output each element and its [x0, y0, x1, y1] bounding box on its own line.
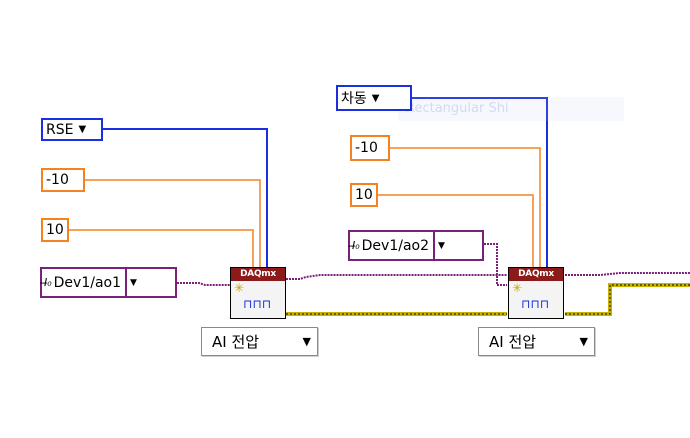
dropdown-arrow-icon[interactable]: ▼ — [302, 335, 311, 348]
io-name-icon: I̶₀ — [44, 276, 52, 289]
polymorphic-selector-value: AI 전압 — [489, 333, 537, 351]
daqmx-create-channel-vi-right[interactable]: DAQmx ✳ ⊓⊓⊓ — [508, 267, 564, 319]
wire-channel-right[interactable] — [484, 243, 507, 286]
polymorphic-selector-left[interactable]: AI 전압 ▼ — [201, 327, 318, 356]
min-value: -10 — [46, 172, 69, 188]
wire-task-out[interactable] — [286, 274, 507, 280]
physical-channel-constant-right[interactable]: I̶₀ Dev1/ao2 ▼ — [348, 230, 484, 261]
wire-max-left[interactable] — [69, 229, 254, 267]
wire-terminal-config-left[interactable] — [103, 128, 268, 267]
dropdown-arrow-icon[interactable]: ▼ — [125, 269, 140, 296]
max-value: 10 — [355, 187, 373, 203]
wire-min-right[interactable] — [390, 147, 541, 267]
max-value-constant-left[interactable]: 10 — [41, 218, 69, 242]
dropdown-arrow-icon[interactable]: ▼ — [78, 124, 87, 135]
wire-task-out-right[interactable] — [565, 272, 690, 276]
dropdown-arrow-icon[interactable]: ▼ — [433, 232, 448, 259]
ghost-tooltip-label: Rectangular Shi — [398, 97, 624, 121]
physical-channel-value: Dev1/ao1 — [53, 274, 122, 291]
wire-terminal-config-right[interactable] — [412, 97, 548, 267]
wire-error[interactable] — [286, 283, 690, 316]
terminal-config-value: 차동 — [341, 91, 367, 107]
max-value: 10 — [46, 222, 64, 238]
wire-min-left[interactable] — [85, 179, 261, 267]
terminal-config-value: RSE — [46, 121, 74, 138]
io-name-icon: I̶₀ — [352, 239, 360, 252]
min-value-constant-right[interactable]: -10 — [350, 135, 390, 161]
dropdown-arrow-icon[interactable]: ▼ — [579, 335, 588, 348]
max-value-constant-right[interactable]: 10 — [350, 183, 378, 207]
min-value: -10 — [355, 140, 378, 156]
pulse-wave-icon: ⊓⊓⊓ — [243, 297, 272, 311]
wire-channel-left[interactable] — [177, 282, 230, 286]
terminal-config-constant-left[interactable]: RSE ▼ — [41, 118, 103, 141]
daqmx-create-channel-vi-left[interactable]: DAQmx ✳ ⊓⊓⊓ — [230, 267, 286, 319]
polymorphic-selector-right[interactable]: AI 전압 ▼ — [478, 327, 595, 356]
vi-header: DAQmx — [509, 268, 563, 281]
vi-header: DAQmx — [231, 268, 285, 281]
terminal-config-constant-right[interactable]: 차동 ▼ — [336, 85, 412, 111]
polymorphic-selector-value: AI 전압 — [212, 333, 260, 351]
create-channel-icon: ✳ — [512, 281, 523, 295]
dropdown-arrow-icon[interactable]: ▼ — [371, 92, 380, 104]
physical-channel-constant-left[interactable]: I̶₀ Dev1/ao1 ▼ — [40, 267, 177, 298]
create-channel-icon: ✳ — [234, 281, 245, 295]
physical-channel-value: Dev1/ao2 — [361, 237, 430, 254]
min-value-constant-left[interactable]: -10 — [41, 168, 85, 192]
wire-max-right[interactable] — [378, 194, 534, 267]
pulse-wave-icon: ⊓⊓⊓ — [521, 297, 550, 311]
